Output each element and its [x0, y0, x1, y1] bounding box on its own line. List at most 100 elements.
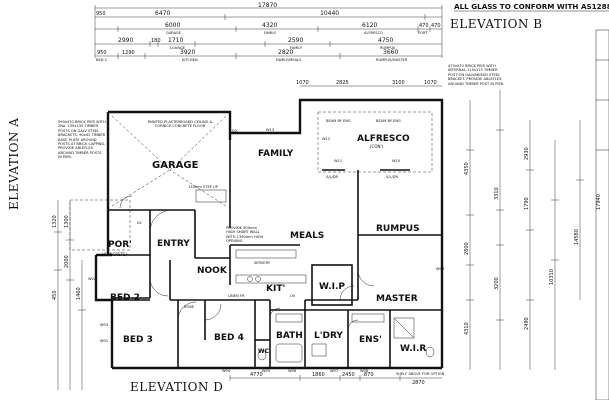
elevation-b-label: ELEVATION B: [450, 17, 543, 31]
dim-r4-label-d: RUMPUS/MASTER: [376, 58, 408, 62]
internal-walls: [96, 140, 442, 368]
room-bed2: BED 2: [110, 293, 140, 303]
room-alfresco-sub: (CON'): [370, 144, 384, 149]
dim-r2-label-c: ALFRESCO: [364, 31, 383, 35]
right-dimension-strings: 4350 2800 3310 3200 4310 10310 14580 179…: [464, 29, 609, 400]
room-porch-sub: (CONCRETE): [102, 252, 128, 257]
room-family: FAMILY: [258, 149, 294, 159]
door-d2: D2: [232, 129, 237, 133]
dim-r2-e: 470: [431, 23, 441, 29]
room-bed3: BED 3: [123, 335, 153, 345]
dim-r4-label-b: KITCHEN: [182, 58, 198, 62]
dim-r4-label-c: FAMILY/MEALS: [276, 58, 302, 62]
window-w08: W08: [360, 369, 369, 373]
dim-r3-d: 2590: [288, 37, 303, 44]
window-w04: W04: [222, 369, 231, 373]
dim-r3-b: 180: [151, 38, 161, 44]
room-kitchen: KIT': [266, 284, 285, 294]
dim-r2-a: 6000: [165, 22, 180, 29]
room-bath: BATH: [276, 331, 303, 341]
dim-right-h: 17940: [596, 194, 602, 210]
window-w11: W11: [334, 159, 342, 163]
dim-right-b: 2800: [464, 242, 470, 255]
note-future: SHELF ABOVE FOR OPTION: [396, 372, 445, 376]
dim-r3-label-c: RUMPUS: [380, 46, 396, 50]
alfresco-roof-outline: [317, 111, 433, 173]
dim-bottom-e: 2870: [412, 380, 425, 386]
dim-r1-b: 10440: [320, 10, 339, 17]
dim-right-c: 3310: [494, 187, 500, 200]
label-robe: ROBE: [184, 305, 195, 309]
dim-r2-label-a: GARAGE: [166, 31, 182, 35]
dim-left-b: 1300: [64, 215, 70, 228]
window-w03: W03: [100, 323, 108, 327]
dim-bottom-a: 4770: [250, 372, 263, 378]
room-wip: W.I.P: [319, 282, 345, 292]
dim-r3-label-a: LOUNGE: [170, 46, 186, 50]
glass-note: ALL GLASS TO CONFORM WITH AS1288-2006: [454, 2, 609, 11]
dim-r1-a: 6470: [155, 10, 170, 17]
window-w06: W06: [288, 369, 297, 373]
dim-r4-c: 3920: [180, 49, 195, 56]
dim-right-f: 10310: [549, 269, 555, 285]
window-w01: W01: [100, 339, 108, 343]
dim-r4-d: 2820: [278, 49, 293, 56]
elevation-d-label: ELEVATION D: [130, 380, 223, 394]
label-oven: OV: [290, 294, 296, 298]
dim-r3-a: 2990: [118, 37, 133, 44]
dim-right-d: 3200: [494, 277, 500, 290]
room-nook: NOOK: [197, 266, 228, 276]
room-laundry: L'DRY: [314, 331, 343, 341]
dim-r1-c: 950: [96, 11, 106, 17]
label-servery: SERVERY: [254, 261, 271, 265]
dim-left-c: 2000: [64, 255, 70, 268]
external-walls: [94, 98, 444, 370]
note-beam-eng-2: BEAM BY ENG: [376, 119, 401, 123]
window-w10: W10: [392, 159, 401, 163]
note-beam-eng-1: BEAM BY ENG: [326, 119, 351, 123]
dim-r2-c: 6120: [362, 22, 377, 29]
room-garage: GARAGE: [152, 160, 199, 171]
room-alfresco: ALFRESCO: [357, 134, 410, 144]
dim-r2-label-d: PORT: [418, 31, 428, 35]
door-d1: D1: [137, 221, 142, 225]
window-w13: W13: [266, 128, 274, 132]
dim-bottom-b: 1860: [312, 372, 325, 378]
room-bed4: BED 4: [214, 333, 244, 343]
room-rumpus: RUMPUS: [376, 224, 420, 234]
porch-outline: [69, 199, 131, 251]
dim-r3-label-b: FAMILY: [290, 46, 303, 50]
dim-right-g: 14580: [574, 229, 580, 245]
note-garage-ceiling: PAINTED PLASTERBOARD CEILING & CORNICE C…: [148, 120, 213, 128]
note-right-pier: 470x470 BRICK PIER WITH INTERNAL 115x115…: [448, 64, 504, 86]
dim-r4-a: 950: [97, 50, 107, 56]
elevation-a-label: ELEVATION A: [7, 118, 21, 210]
dim-r4-b: 1290: [122, 50, 135, 56]
dim-r2-b: 4320: [262, 22, 277, 29]
room-meals: MEALS: [290, 231, 324, 241]
left-dimension-strings: 1320 1300 2000 1460 450: [52, 200, 86, 390]
note-garage-step: 135mm STEP UP: [188, 185, 219, 189]
dim-r4-label-a: BED 2: [96, 58, 107, 62]
bottom-dimension-strings: 4770 1860 2450 870 2870: [229, 372, 442, 386]
dim-left-d: 1460: [76, 287, 82, 300]
dim-r5-a: 1070: [296, 80, 309, 86]
dim-bottom-c: 2450: [342, 372, 355, 378]
room-wc: WC: [258, 348, 270, 355]
window-w05: W05: [262, 369, 270, 373]
dim-r3-c: 1710: [168, 37, 183, 44]
label-linen: LINEN: [228, 294, 239, 298]
dim-bottom-d: 870: [364, 372, 374, 378]
dim-right-e: 4310: [464, 322, 470, 335]
dim-right-j: 1790: [524, 197, 530, 210]
dim-r3-e: 4750: [378, 37, 393, 44]
note-left-beam: 590x470 BRICK PIER WITH 2No. 135x135 TIM…: [58, 120, 106, 159]
dim-r2-d: 470: [419, 23, 429, 29]
window-w07: W07: [330, 369, 338, 373]
room-master: MASTER: [376, 294, 418, 304]
window-w12: W12: [322, 137, 330, 141]
dim-r2-label-b: FAMILY: [264, 31, 277, 35]
room-porch: POR': [108, 240, 132, 250]
dim-r4-e: 3660: [383, 49, 398, 56]
